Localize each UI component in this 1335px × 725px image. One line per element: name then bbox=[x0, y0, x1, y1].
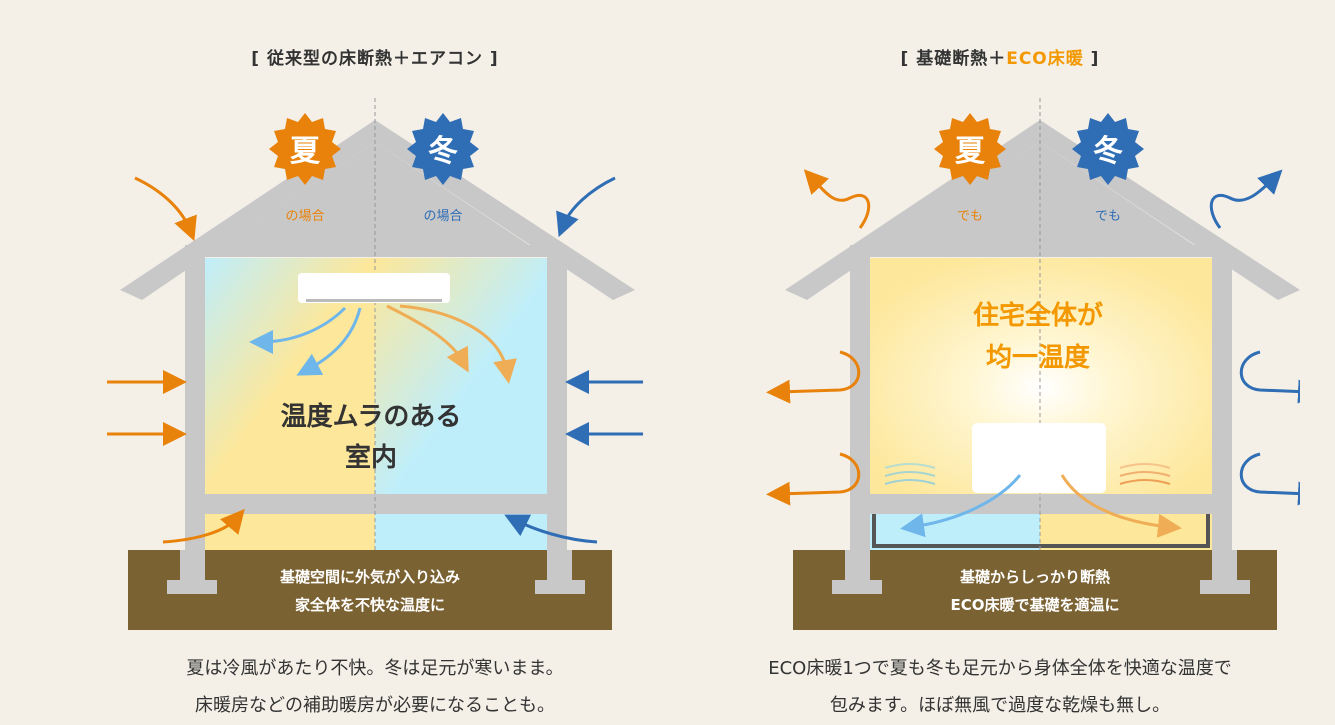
air-conditioner-vent bbox=[306, 299, 442, 302]
caption-line1: ECO床暖1つで夏も冬も足元から身体全体を快適な温度で bbox=[768, 658, 1232, 679]
room-label-line1: 住宅全体が bbox=[973, 300, 1103, 331]
heat-wave-icon bbox=[884, 463, 1171, 485]
title-accent: ECO床暖 bbox=[1006, 49, 1084, 69]
airflow-arrow-icon bbox=[296, 307, 362, 376]
airflow-arrow-icon bbox=[1239, 452, 1300, 506]
floor-slab bbox=[185, 494, 567, 514]
panel-conventional: [ 従来型の床断熱＋エアコン ] bbox=[75, 0, 675, 725]
airflow-arrow-icon bbox=[504, 514, 598, 544]
panel-title: [ 基礎断熱＋ECO床暖 ] bbox=[700, 44, 1300, 69]
title-accent: エアコン bbox=[411, 49, 483, 69]
panel-eco-floor-heating: [ 基礎断熱＋ECO床暖 ] bbox=[700, 0, 1300, 725]
left-footing-base bbox=[832, 580, 882, 594]
panel-title: [ 従来型の床断熱＋エアコン ] bbox=[75, 44, 675, 69]
right-footing-base bbox=[1200, 580, 1250, 594]
crawlspace-winter bbox=[375, 514, 547, 550]
winter-badge-icon: 冬 bbox=[407, 113, 479, 185]
room-label-line2: 均一温度 bbox=[986, 342, 1090, 373]
right-wall bbox=[1212, 245, 1232, 600]
ground-label-line2: ECO床暖で基礎を適温に bbox=[950, 596, 1119, 614]
summer-sun-badge-icon: 夏 bbox=[934, 113, 1006, 185]
airflow-arrow-icon bbox=[556, 176, 616, 238]
conventional-house-diagram: 夏 の場合 冬 の場合 温度ムラのある 室内 基礎空間に外気が入り込み 家全体を… bbox=[107, 98, 643, 630]
airflow-arrow-icon bbox=[1209, 169, 1283, 229]
ground-label-line1: 基礎からしっかり断熱 bbox=[959, 568, 1110, 586]
summer-label: 夏 bbox=[955, 134, 986, 169]
panel-caption: 夏は冷風があたり不快。冬は足元が寒いまま。 床暖房などの補助暖房が必要になること… bbox=[35, 650, 715, 724]
winter-label: 冬 bbox=[428, 134, 458, 169]
airflow-arrow-icon bbox=[134, 176, 197, 242]
airflow-arrow-icon bbox=[1060, 474, 1182, 538]
crawlspace-summer bbox=[205, 514, 375, 550]
roof-fill bbox=[205, 142, 547, 257]
caption-line2: 床暖房などの補助暖房が必要になることも。 bbox=[195, 695, 555, 716]
summer-sub: でも bbox=[957, 209, 983, 224]
ground-label-line2: 家全体を不快な温度に bbox=[295, 596, 445, 614]
summer-sub: の場合 bbox=[285, 209, 324, 224]
airflow-arrow-icon bbox=[1239, 350, 1300, 404]
left-footing-base bbox=[167, 580, 217, 594]
winter-label: 冬 bbox=[1093, 134, 1123, 169]
title-prefix: [ 基礎断熱＋ bbox=[900, 49, 1007, 69]
airflow-arrow-icon bbox=[766, 452, 861, 506]
winter-sub: の場合 bbox=[423, 209, 462, 224]
right-wall bbox=[547, 245, 567, 600]
room-label-line1: 温度ムラのある bbox=[281, 401, 462, 432]
airflow-arrow-icon bbox=[900, 474, 1022, 538]
left-wall bbox=[185, 245, 205, 600]
foundation-insulation bbox=[872, 514, 1210, 548]
airflow-arrow-icon bbox=[766, 350, 861, 404]
air-conditioner-icon bbox=[298, 273, 450, 303]
eco-house-diagram: 夏 でも 冬 でも 住宅全体が 均一温度 基礎からしっかり断熱 ECO床暖で基礎… bbox=[766, 98, 1300, 630]
title-suffix: ] bbox=[1083, 49, 1100, 69]
caption-line1: 夏は冷風があたり不快。冬は足元が寒いまま。 bbox=[186, 658, 564, 679]
winter-badge-icon: 冬 bbox=[1072, 113, 1144, 185]
summer-sun-badge-icon: 夏 bbox=[269, 113, 341, 185]
panel-caption: ECO床暖1つで夏も冬も足元から身体全体を快適な温度で 包みます。ほぼ無風で過度… bbox=[660, 650, 1335, 724]
summer-label: 夏 bbox=[290, 134, 321, 169]
airflow-arrow-icon bbox=[386, 304, 469, 373]
right-footing-base bbox=[535, 580, 585, 594]
floor-slab bbox=[850, 494, 1232, 514]
title-suffix: ] bbox=[483, 49, 499, 69]
roof-fill bbox=[870, 142, 1212, 257]
ground-label-line1: 基礎空間に外気が入り込み bbox=[279, 568, 460, 586]
airflow-arrow-icon bbox=[399, 304, 517, 384]
airflow-arrow-icon bbox=[803, 169, 871, 229]
left-wall bbox=[850, 245, 870, 600]
airflow-arrow-icon bbox=[162, 508, 245, 544]
caption-line2: 包みます。ほぼ無風で過度な乾燥も無し。 bbox=[829, 695, 1171, 716]
winter-sub: でも bbox=[1095, 209, 1121, 224]
floor-heater-icon bbox=[972, 423, 1106, 493]
room-label-line2: 室内 bbox=[345, 442, 397, 473]
airflow-arrow-icon bbox=[249, 306, 347, 354]
title-prefix: [ 従来型の床断熱＋ bbox=[251, 49, 411, 69]
